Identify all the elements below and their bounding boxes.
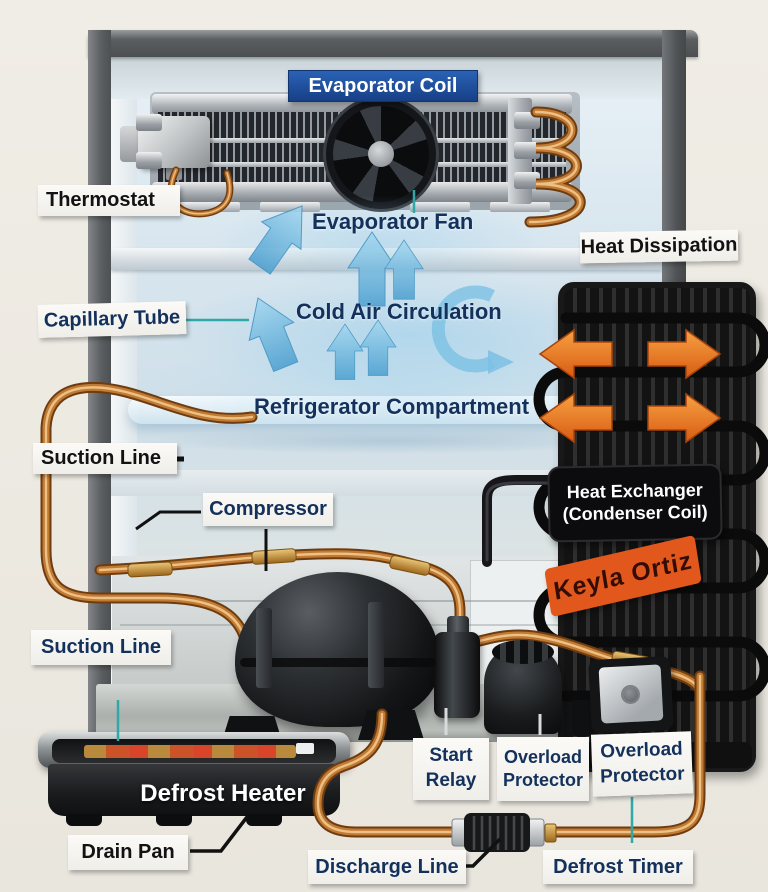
label-text: Evaporator Coil [308,74,458,97]
evaporator-header-knob [514,112,540,129]
label-heat-dissipation: Heat Dissipation [579,229,739,264]
drain-pan-foot [156,814,192,826]
label-evaporator-fan: Evaporator Fan [312,209,474,234]
label-start-relay: Start Relay [413,738,489,800]
label-text: Discharge Line [315,855,459,878]
label-text: Suction Line [41,636,161,658]
compressor-band [240,658,436,667]
drain-pan-foot [246,814,282,826]
label-defrost-timer: Defrost Timer [543,850,693,884]
label-text: Heat Dissipation [580,233,738,259]
evaporator-header-knob [514,172,540,189]
label-thermostat: Thermostat [38,185,180,216]
compressor-foot [358,710,424,740]
label-overload-protector-2: Overload Protector [590,731,694,797]
evaporator-fan-hub [368,141,394,167]
defrost-timer-screw [623,687,638,702]
drain-pan-foot [66,814,102,826]
label-text-line2: (Condenser Coil) [562,501,708,525]
label-suction-line-lower: Suction Line [31,630,171,665]
evaporator-mount-tab [180,202,240,212]
label-drain-pan: Drain Pan [68,835,188,870]
label-discharge-line: Discharge Line [308,850,466,884]
compressor-bracket [256,608,272,688]
label-text-line1: Overload [600,738,684,763]
thermostat-stem [166,166,182,180]
label-text: Capillary Tube [43,306,181,332]
label-overload-protector-1: Overload Protector [497,737,589,801]
label-text-line1: Heat Exchanger [566,480,703,503]
label-evaporator-coil: Evaporator Coil [288,70,478,102]
label-text-line1: Overload [503,746,583,767]
label-text: Thermostat [46,189,155,211]
label-text-line2: Protector [599,763,685,788]
label-refrigerator-compartment: Refrigerator Compartment [254,394,530,419]
label-compressor: Compressor [203,493,333,526]
label-text: Defrost Timer [553,855,683,878]
overload-protector-lid [492,640,554,664]
fridge-top-frame [88,30,698,57]
label-capillary-tube: Capillary Tube [37,301,187,338]
evaporator-mount-tab [410,202,470,212]
evaporator-header-knob [514,142,540,159]
label-text: Suction Line [41,447,161,469]
drain-pan-tag [296,743,314,754]
drain-pan-tray [48,764,340,816]
label-text-line1: Start [429,745,473,767]
start-relay-device [434,632,480,718]
label-text: Compressor [209,498,327,520]
compressor-bracket [368,602,384,688]
label-text: Drain Pan [81,841,175,863]
label-heat-exchanger: Heat Exchanger (Condenser Coil) [547,463,723,543]
label-text-line2: Protector [502,770,583,790]
filter-drier [451,813,557,852]
evaporator-header-knob [136,114,162,131]
label-text-line2: Relay [425,770,477,791]
defrost-heater-label: Defrost Heater [140,780,306,807]
evaporator-header-knob [136,152,162,169]
defrost-heater-element [84,745,296,758]
label-cold-air-circulation: Cold Air Circulation [296,299,502,324]
label-suction-line-upper: Suction Line [33,443,177,474]
evaporator-mount-tab [490,202,550,212]
thermostat-side-block [120,126,140,162]
